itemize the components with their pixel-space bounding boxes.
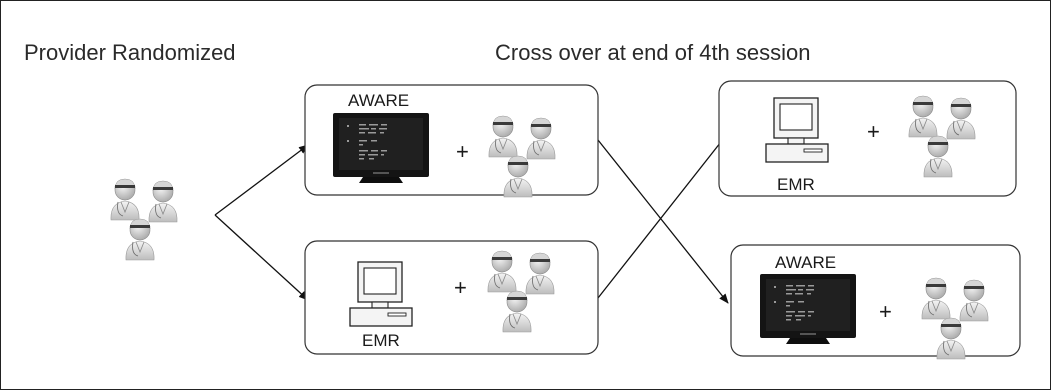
box-top-right-label: EMR: [777, 175, 815, 194]
title-provider-randomized: Provider Randomized: [24, 40, 236, 65]
plus-sign: +: [454, 275, 467, 300]
aware-monitor-icon: [760, 274, 856, 344]
box-bottom-left: EMR +: [304, 240, 599, 355]
plus-sign: +: [879, 299, 892, 324]
box-bottom-right-label: AWARE: [775, 253, 836, 272]
plus-sign: +: [456, 139, 469, 164]
arrow-to-aware-group: [214, 144, 309, 216]
aware-monitor-icon: [333, 113, 429, 183]
box-bottom-left-label: EMR: [362, 331, 400, 350]
box-bottom-right: AWARE +: [730, 244, 1021, 359]
box-top-right: EMR +: [718, 80, 1017, 197]
title-cross-over: Cross over at end of 4th session: [495, 40, 811, 65]
plus-sign: +: [867, 119, 880, 144]
provider-group-icon: [111, 179, 177, 260]
box-top-left: AWARE +: [304, 84, 599, 197]
box-top-left-label: AWARE: [348, 91, 409, 110]
arrow-crossover-aware-to-aware: [597, 139, 729, 304]
arrow-to-emr-group: [214, 214, 309, 301]
arrow-crossover-emr-to-emr: [597, 132, 729, 299]
